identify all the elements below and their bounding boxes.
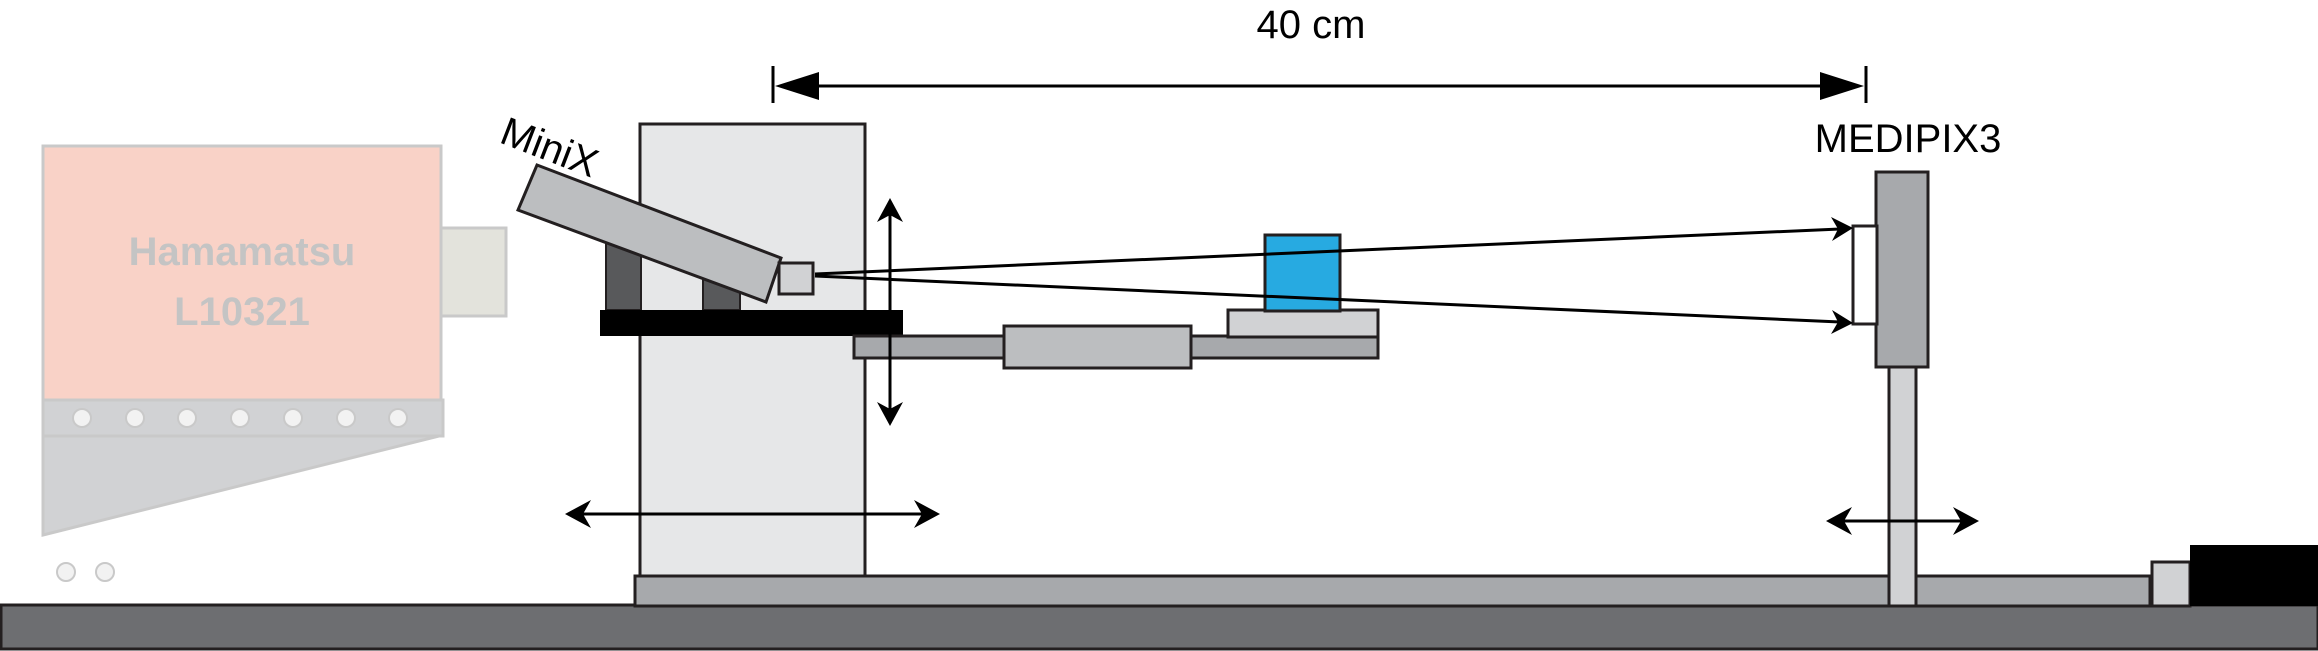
tower-arrow-left-icon bbox=[565, 500, 591, 528]
ghost-source-body bbox=[41, 144, 443, 402]
medipix3-detector bbox=[1874, 170, 1930, 369]
ghost-source-mount bbox=[41, 433, 444, 537]
minix-xray-tube bbox=[516, 163, 783, 304]
rail-motor bbox=[2190, 545, 2318, 606]
beam-lower-line bbox=[814, 274, 1841, 324]
ghost-source-label-line2: L10321 bbox=[174, 290, 310, 334]
beam-lower-arrow-icon bbox=[1831, 310, 1853, 334]
dimension-arrow-right-icon bbox=[1820, 72, 1864, 100]
rail-end-stop bbox=[2150, 560, 2192, 608]
detector-post bbox=[1887, 363, 1918, 608]
detector-sensor-face bbox=[1851, 224, 1879, 326]
detector-label: MEDIPIX3 bbox=[1815, 117, 2002, 161]
ghost-rail-holes bbox=[56, 408, 408, 582]
ghost-source-hamamatsu: Hamamatsu L10321 bbox=[41, 144, 508, 582]
ghost-source-nozzle bbox=[439, 226, 508, 318]
dimension-arrow-left-icon bbox=[775, 72, 819, 100]
tower-arrow-right-icon bbox=[914, 500, 940, 528]
distance-label: 40 cm bbox=[1257, 3, 1366, 47]
linear-rail bbox=[633, 574, 2152, 608]
beam-upper-line bbox=[814, 227, 1841, 276]
sample-arm-carriage bbox=[1002, 324, 1193, 370]
source-tower bbox=[638, 122, 867, 578]
ghost-source-rail bbox=[41, 398, 445, 438]
beam-upper-arrow-icon bbox=[1831, 217, 1853, 241]
sample-platform bbox=[1226, 308, 1380, 339]
vertical-arrow-up-icon bbox=[877, 198, 903, 222]
ghost-source-label-line1: Hamamatsu bbox=[129, 230, 356, 274]
detector-arrow-right-icon bbox=[1953, 507, 1979, 535]
base-plate bbox=[0, 603, 2318, 651]
detector-arrow-left-icon bbox=[1826, 507, 1852, 535]
vertical-arrow-down-icon bbox=[877, 402, 903, 426]
minix-tube-nozzle bbox=[777, 261, 815, 296]
source-mount-plate bbox=[600, 310, 903, 336]
